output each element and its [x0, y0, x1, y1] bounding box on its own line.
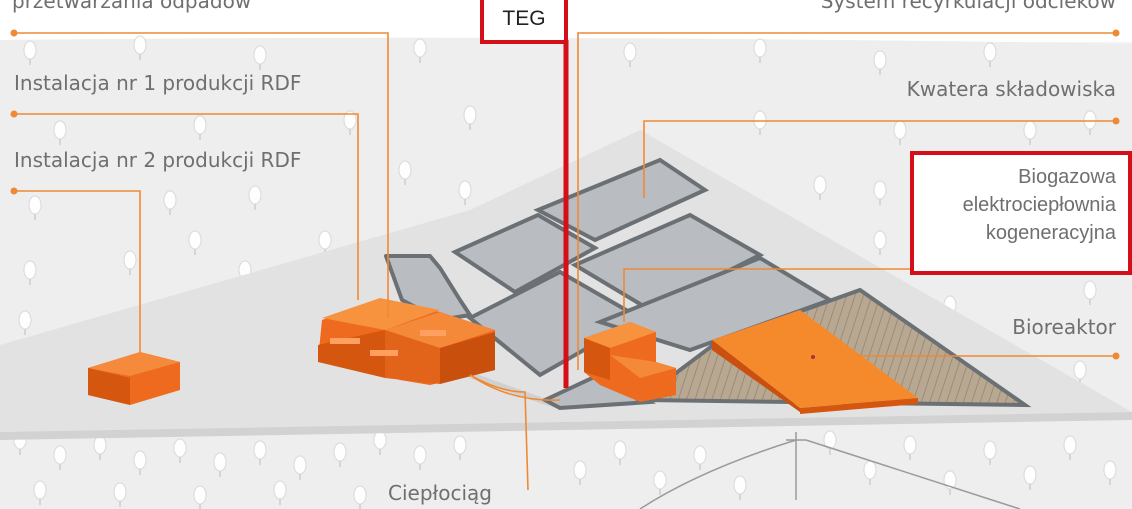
label-heat-pipeline: Ciepłociąg: [388, 481, 492, 505]
label-leachate: System recyrkulacji odcieków: [820, 0, 1116, 13]
chp-building: [584, 322, 676, 402]
label-rdf1: Instalacja nr 1 produkcji RDF: [14, 71, 302, 95]
rdf2-building: [88, 352, 180, 405]
leader-dots: [10, 29, 1120, 360]
label-waste-processing: przetwarzania odpadów: [12, 0, 252, 13]
label-biogas-line1: Biogazowa: [1018, 166, 1116, 188]
label-biogas-line3: kogeneracyjna: [985, 222, 1116, 244]
power-line: [639, 432, 1021, 509]
label-bioreactor: Bioreaktor: [1012, 315, 1116, 339]
label-rdf2: Instalacja nr 2 produkcji RDF: [14, 148, 302, 172]
leader-lines: [14, 32, 1116, 491]
label-landfill-cell: Kwatera składowiska: [906, 77, 1116, 101]
label-teg: TEG: [502, 7, 546, 30]
rdf1-complex: [318, 298, 495, 385]
biogas-chp-highlight-box: Biogazowa elektrociepłownia kogeneracyjn…: [910, 151, 1132, 275]
label-biogas-line2: elektrociepłownia: [962, 194, 1116, 216]
bioreactor-building: [712, 310, 918, 414]
teg-highlight-box: TEG: [480, 0, 568, 44]
